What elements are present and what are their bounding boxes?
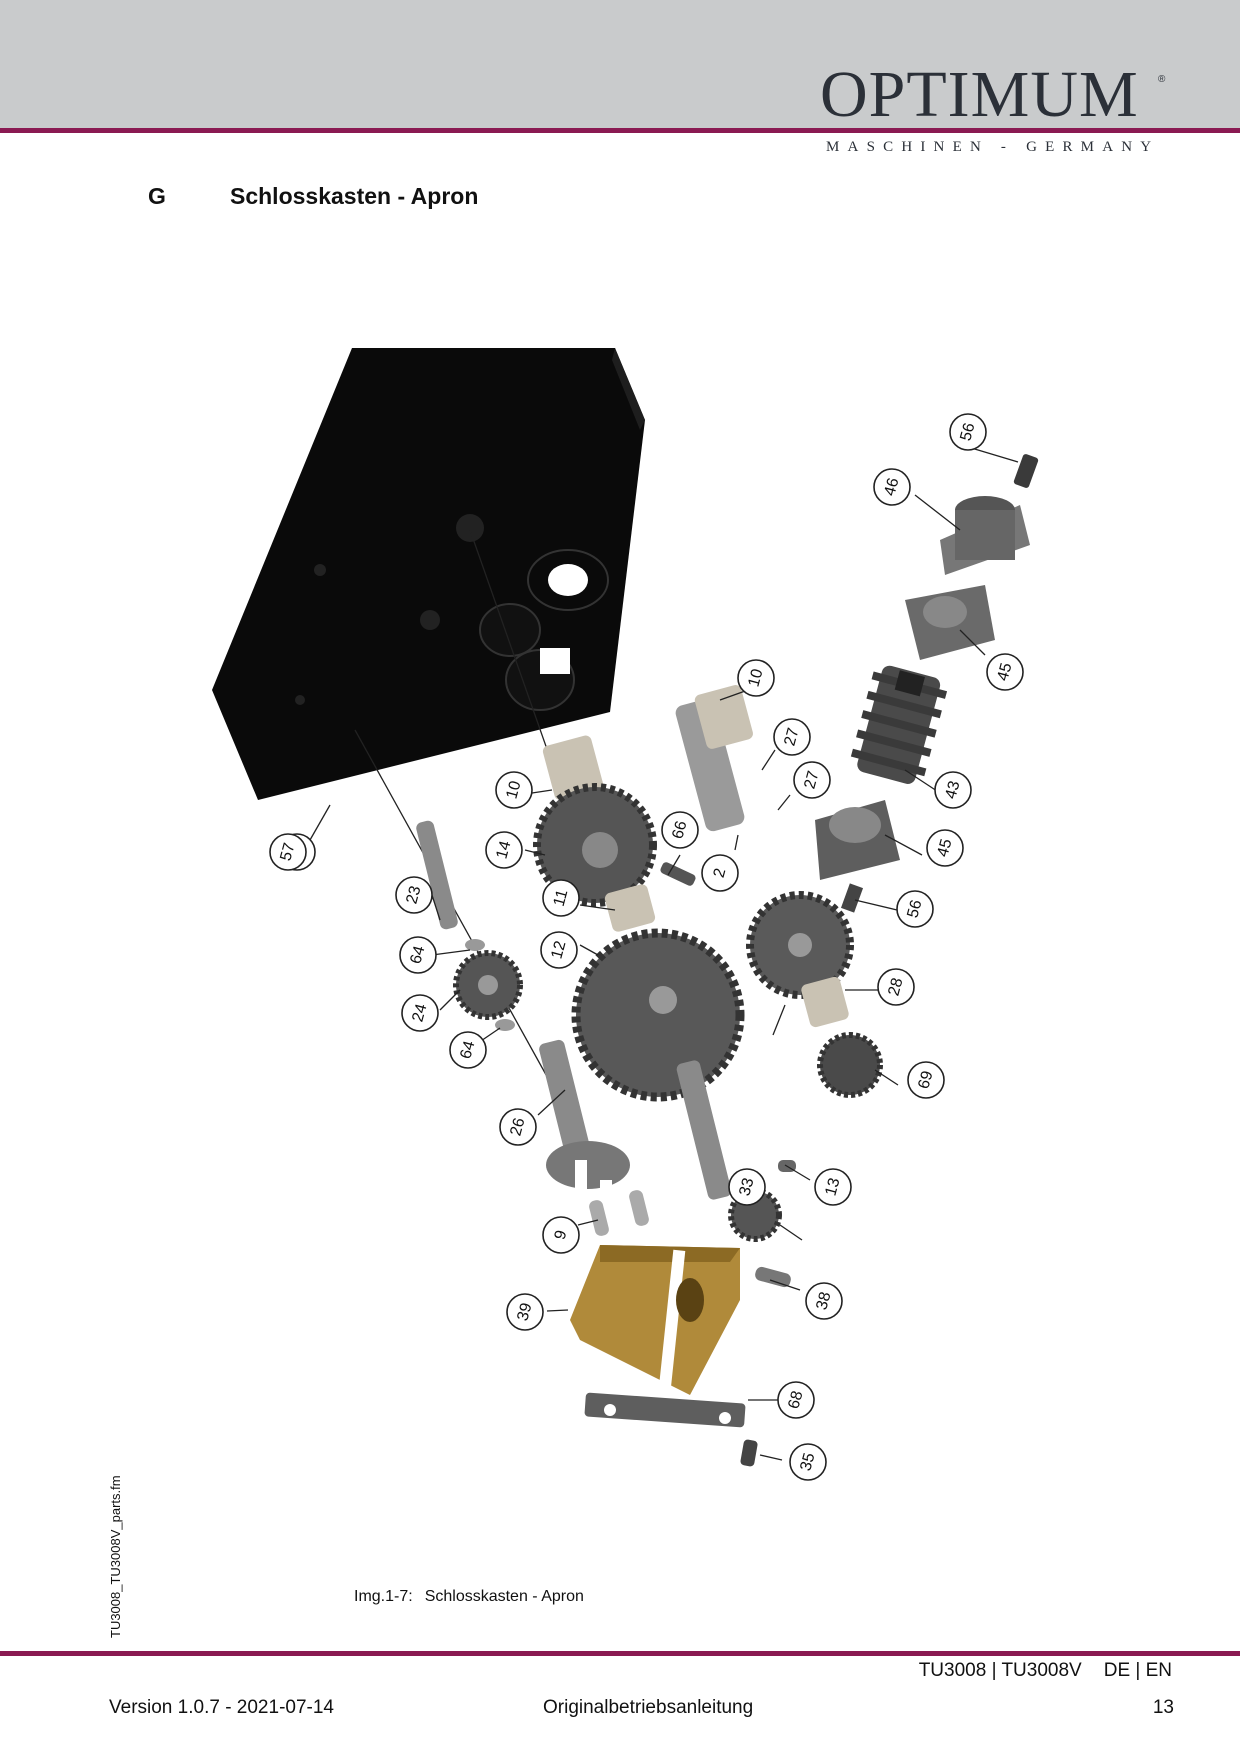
callout-label: 45 <box>934 837 955 859</box>
callout-label: 10 <box>745 667 766 689</box>
callout-label: 69 <box>915 1069 936 1091</box>
half-nut-brass <box>570 1245 740 1395</box>
callout-43: 43 <box>934 771 972 809</box>
callout-64: 64 <box>399 936 437 974</box>
callout-label: 64 <box>407 944 428 966</box>
callout-68: 68 <box>777 1381 815 1419</box>
worm-gear <box>850 665 948 784</box>
callout-66: 66 <box>661 811 699 849</box>
callout-label: 2 <box>711 866 730 879</box>
callout-2: 2 <box>701 854 739 892</box>
callout-label: 43 <box>942 779 963 801</box>
callout-10: 10 <box>737 659 775 697</box>
figure-caption: Img.1-7: Schlosskasten - Apron <box>354 1588 584 1606</box>
left-parts <box>416 820 796 1288</box>
callout-38: 38 <box>805 1282 843 1320</box>
callout-45: 45 <box>986 653 1024 691</box>
callout-46: 46 <box>873 468 911 506</box>
callout-label: 56 <box>957 421 978 443</box>
callout-label: 14 <box>493 839 514 861</box>
callout-label: 23 <box>403 884 424 906</box>
callout-label: 57 <box>277 841 298 863</box>
callout-label: 38 <box>813 1290 834 1312</box>
brand-logo: OPTIMUM <box>820 58 1139 131</box>
callout-11: 11 <box>542 879 580 917</box>
header-rule <box>0 128 1240 133</box>
callout-10: 10 <box>495 771 533 809</box>
callout-label: 45 <box>994 661 1015 683</box>
callout-28: 28 <box>877 968 915 1006</box>
callout-label: 35 <box>797 1451 818 1473</box>
right-parts-group <box>815 454 1039 913</box>
callout-label: 26 <box>507 1116 528 1138</box>
model-numbers: TU3008 | TU3008V <box>918 1660 1082 1681</box>
footer-document-type: Originalbetriebsanleitung <box>543 1697 754 1718</box>
callout-24: 24 <box>401 994 439 1032</box>
middle-gears <box>533 685 883 1102</box>
callout-14: 14 <box>485 831 523 869</box>
callout-64: 64 <box>449 1031 487 1069</box>
callout-39: 39 <box>506 1293 544 1331</box>
source-file-label: TU3008_TU3008V_parts.fm <box>108 1475 123 1638</box>
callout-56: 56 <box>949 413 987 451</box>
callout-27: 27 <box>793 761 831 799</box>
callout-label: 39 <box>514 1301 535 1323</box>
callout-label: 46 <box>881 476 902 498</box>
section-title: Schlosskasten - Apron <box>230 183 479 209</box>
footer-version: Version 1.0.7 - 2021-07-14 <box>109 1697 334 1718</box>
callout-label: 33 <box>736 1176 757 1198</box>
caption-text: Schlosskasten - Apron <box>424 1588 584 1605</box>
callout-label: 27 <box>781 726 802 748</box>
footer-rule <box>0 1651 1240 1656</box>
caption-label: Img.1-7: <box>354 1588 413 1605</box>
registered-mark: ® <box>1158 74 1166 85</box>
header-band <box>0 0 1240 128</box>
callout-leaders <box>309 446 1019 1461</box>
callout-label: 9 <box>552 1228 571 1241</box>
callout-label: 12 <box>548 939 569 961</box>
callout-45: 45 <box>926 829 964 867</box>
callout-label: 64 <box>457 1039 478 1061</box>
callout-56: 56 <box>896 890 934 928</box>
callout-label: 11 <box>551 888 572 909</box>
page-number: 13 <box>1152 1697 1174 1718</box>
callout-label: 13 <box>822 1176 843 1198</box>
callout-label: 28 <box>885 976 906 998</box>
language-codes: DE | EN <box>1103 1660 1172 1681</box>
callout-label: 68 <box>785 1389 806 1411</box>
callout-label: 10 <box>503 779 524 801</box>
callout-label: 24 <box>409 1002 430 1024</box>
callout-69: 69 <box>907 1061 945 1099</box>
callout-13: 13 <box>814 1168 852 1206</box>
section-letter: G <box>148 183 166 209</box>
callout-12: 12 <box>540 931 578 969</box>
callout-label: 27 <box>801 769 822 791</box>
brand-tagline: MASCHINEN - GERMANY <box>826 139 1160 155</box>
callout-label: 56 <box>904 898 925 920</box>
callout-label: 66 <box>669 819 690 841</box>
apron-housing <box>212 348 645 800</box>
callout-9: 9 <box>542 1216 580 1254</box>
footer-model: TU3008 | TU3008V DE | EN <box>919 1660 1172 1682</box>
callout-23: 23 <box>395 876 433 914</box>
callout-33: 33 <box>728 1168 766 1206</box>
callout-26: 26 <box>499 1108 537 1146</box>
callout-bubbles: 5646451027274345562869110146621112236424… <box>269 413 1024 1481</box>
callout-57: 57 <box>269 833 307 871</box>
callout-27: 27 <box>773 718 811 756</box>
callout-35: 35 <box>789 1443 827 1481</box>
